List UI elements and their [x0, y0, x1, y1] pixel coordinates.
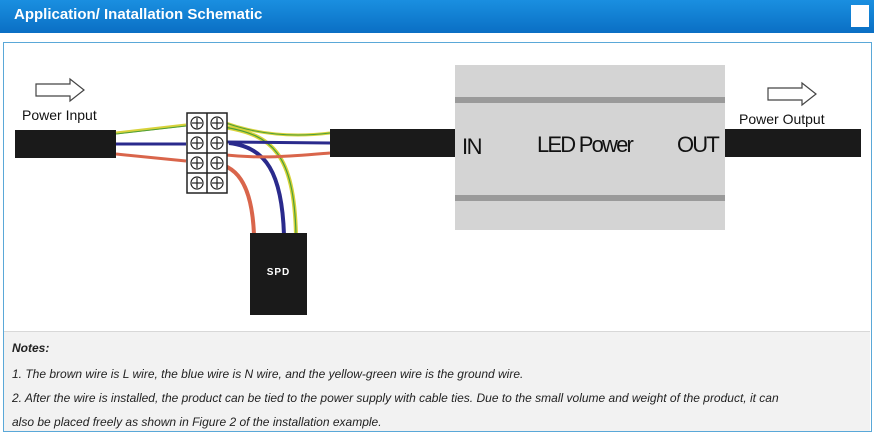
power-output-arrow-icon — [767, 81, 817, 107]
input-brown-wire — [115, 152, 187, 163]
power-input-label: Power Input — [22, 107, 97, 123]
device-out-label: OUT — [677, 132, 719, 157]
installation-schematic: Power Input — [15, 65, 861, 315]
power-output-label: Power Output — [739, 111, 825, 127]
spd-blue-wire — [228, 141, 286, 236]
output-cable — [725, 129, 861, 157]
content-frame — [3, 42, 872, 432]
spd-module — [250, 233, 307, 315]
input-ground-wire — [115, 123, 187, 135]
notes-panel: Notes: 1. The brown wire is L wire, the … — [4, 331, 870, 431]
terminal-block — [186, 112, 228, 194]
power-input-arrow-icon — [35, 77, 85, 103]
output-ground-wire-stripe — [225, 122, 331, 136]
output-ground-wire — [225, 121, 331, 137]
notes-heading: Notes: — [12, 341, 50, 355]
spd-ground-wire-stripe — [223, 126, 297, 236]
section-header: Application/ Inatallation Schematic — [0, 0, 874, 33]
output-blue-wire — [225, 140, 331, 145]
device-name-label: LED Power — [537, 132, 634, 157]
input-cable — [15, 130, 116, 158]
header-corner-decoration — [851, 5, 869, 27]
device-input-cable — [330, 129, 455, 157]
input-ground-wire-stripe — [115, 125, 187, 135]
note-line-3: also be placed freely as shown in Figure… — [12, 415, 382, 429]
note-line-1: 1. The brown wire is L wire, the blue wi… — [12, 367, 524, 381]
led-power-device — [455, 65, 725, 230]
section-title: Application/ Inatallation Schematic — [14, 6, 263, 23]
output-brown-wire — [225, 151, 331, 159]
note-line-2: 2. After the wire is installed, the prod… — [12, 391, 779, 405]
spd-label: SPD — [267, 267, 291, 278]
device-in-label: IN — [462, 134, 482, 159]
